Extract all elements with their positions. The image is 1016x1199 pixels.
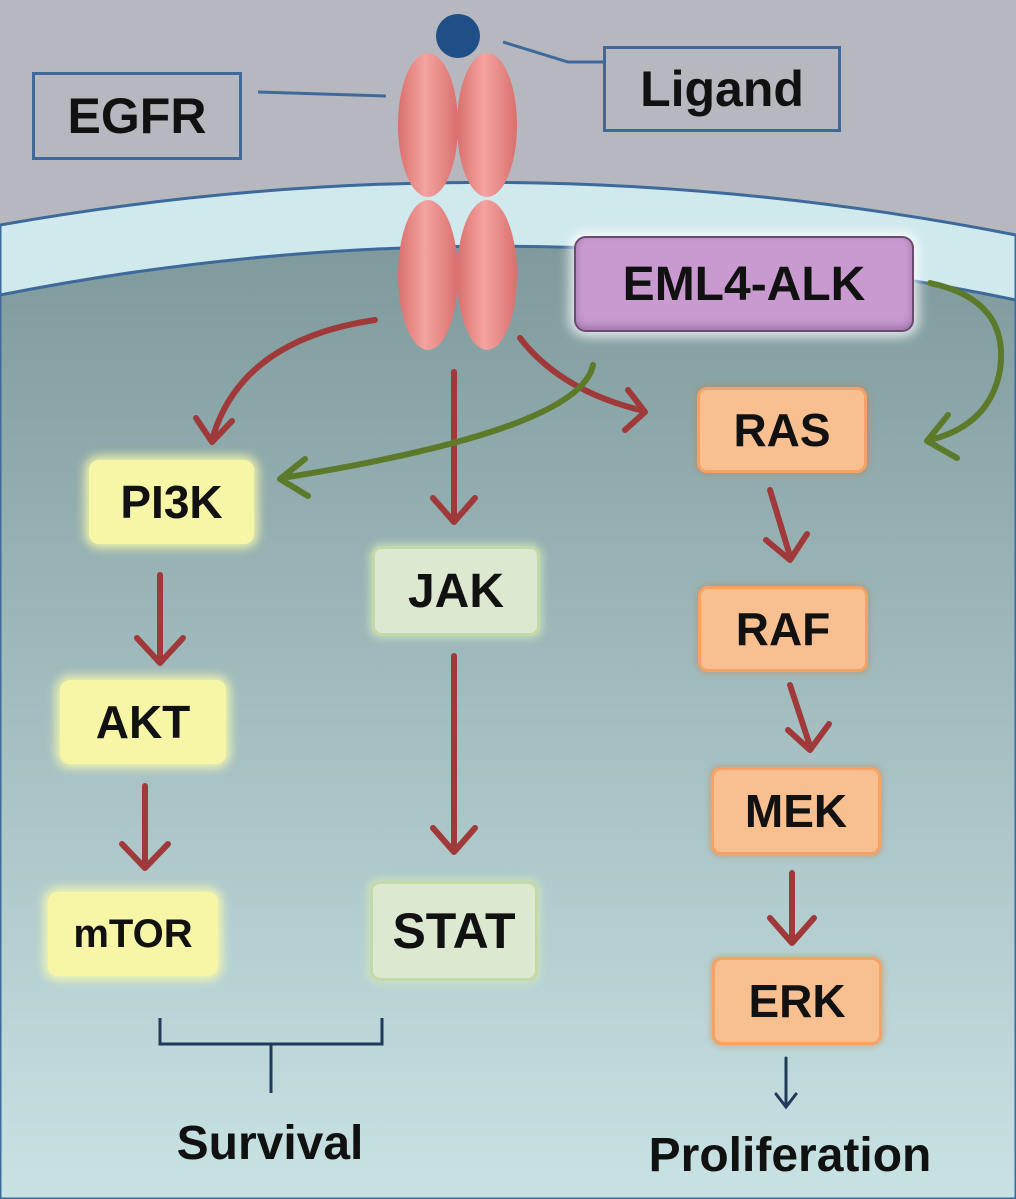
stat-node: STAT [370, 881, 538, 981]
pi3k-node: PI3K [89, 460, 254, 544]
ras-node: RAS [697, 387, 867, 473]
arrow-egfr-to-ras [517, 335, 643, 413]
arrow-alk-to-ras [927, 280, 1005, 443]
arrowhead-pi3k-alk [277, 456, 311, 499]
ligand-label: Ligand [603, 46, 841, 132]
arrowhead-pi3k [193, 415, 235, 445]
erk-node: ERK [712, 957, 882, 1045]
raf-node: RAF [698, 586, 868, 672]
arrowhead-raf [763, 531, 810, 563]
jak-node: JAK [372, 546, 540, 636]
arrowhead-akt [134, 635, 186, 666]
arrow-ras-to-raf [767, 487, 793, 559]
eml4-alk-fusion-box: EML4-ALK [574, 236, 914, 332]
egfr-receptor [398, 53, 517, 350]
ligand-leader-line [502, 40, 603, 64]
erk-to-proliferation-arrow [774, 1056, 798, 1110]
proliferation-label: Proliferation [648, 1128, 932, 1182]
survival-label: Survival [176, 1116, 364, 1170]
mtor-node: mTOR [48, 892, 218, 976]
arrow-alk-to-pi3k [279, 362, 596, 481]
arrowhead-erk [767, 915, 817, 946]
arrowhead-ras-egfr [622, 387, 648, 433]
egfr-leader-line [257, 90, 387, 98]
arrowhead-mtor [119, 841, 171, 871]
ligand-molecule [436, 14, 480, 58]
arrow-raf-to-mek [787, 682, 813, 749]
survival-brace [158, 1018, 384, 1093]
arrow-egfr-to-pi3k [209, 317, 378, 443]
arrowhead-jak [430, 495, 478, 525]
arrowhead-mek [785, 721, 832, 753]
mek-node: MEK [711, 767, 881, 855]
akt-node: AKT [60, 680, 226, 764]
egfr-label: EGFR [32, 72, 242, 160]
arrowhead-stat [430, 825, 478, 855]
arrowhead-ras-alk [924, 412, 960, 461]
